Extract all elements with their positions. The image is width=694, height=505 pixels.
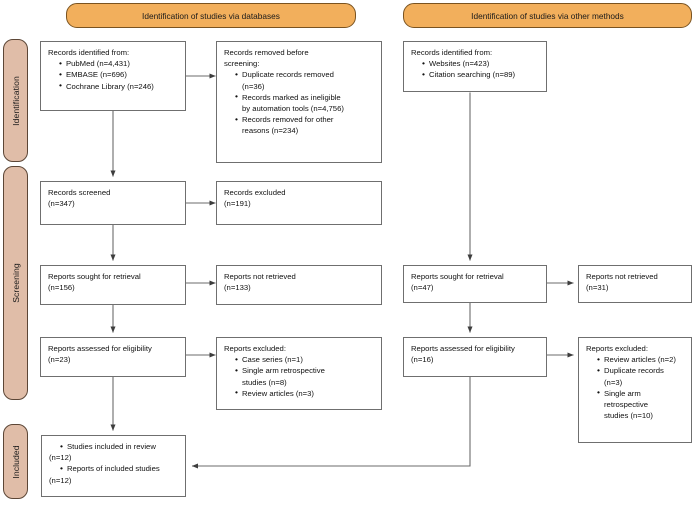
reports-sought-db-line1: Reports sought for retrieval (48, 272, 141, 281)
list-item-line: Single arm (604, 388, 641, 398)
list-item: Review articles (n=2) (597, 354, 685, 365)
reports-excluded-other-title: Reports excluded: (586, 344, 648, 353)
reports-excluded-db-title: Reports excluded: (224, 344, 286, 353)
stage-identification: Identification (3, 39, 28, 162)
box-reports-excluded-databases: Reports excluded: Case series (n=1) Sing… (216, 337, 382, 410)
box-reports-sought-databases: Reports sought for retrieval (n=156) (40, 265, 186, 305)
list-item: EMBASE (n=696) (59, 69, 179, 80)
list-item-line: Single arm retrospective (242, 366, 325, 376)
list-item: Review articles (n=3) (235, 387, 375, 399)
list-item: Single arm retrospective studies (n=8) (235, 365, 375, 387)
list-item: PubMed (n=4,431) (59, 58, 179, 69)
reports-sought-other-line2: (n=47) (411, 283, 434, 293)
records-identified-db-list: PubMed (n=4,431) EMBASE (n=696) Cochrane… (48, 58, 179, 92)
box-records-excluded: Records excluded (n=191) (216, 181, 382, 225)
records-screened-line1: Records screened (48, 188, 111, 197)
list-item: Citation searching (n=89) (422, 69, 540, 80)
reports-assessed-db-line1: Reports assessed for eligibility (48, 344, 152, 353)
stage-included: Included (3, 424, 28, 499)
list-item-line: Duplicate records removed (242, 70, 334, 80)
reports-not-retrieved-other-line2: (n=31) (586, 283, 609, 293)
stage-screening-label: Screening (10, 263, 21, 303)
reports-excluded-other-list: Review articles (n=2) Duplicate records … (586, 354, 685, 421)
reports-not-retrieved-db-line1: Reports not retrieved (224, 272, 296, 281)
records-identified-other-title: Records identified from: (411, 48, 493, 57)
list-item: Records removed for other reasons (n=234… (235, 114, 375, 136)
list-item-line: Records marked as ineligible (242, 92, 341, 102)
reports-excluded-db-list: Case series (n=1) Single arm retrospecti… (224, 354, 375, 399)
list-item: Cochrane Library (n=246) (59, 80, 179, 92)
records-screened-line2: (n=347) (48, 199, 75, 209)
included-reports-list: Reports of included studies (49, 463, 179, 474)
box-records-removed-before-screening: Records removed before screening: Duplic… (216, 41, 382, 163)
list-item-line: (n=36) (242, 81, 265, 91)
records-removed-list: Duplicate records removed (n=36) Records… (224, 69, 375, 136)
reports-not-retrieved-other-line1: Reports not retrieved (586, 272, 658, 281)
reports-sought-db-line2: (n=156) (48, 283, 75, 293)
reports-not-retrieved-db-line2: (n=133) (224, 283, 251, 293)
records-excluded-line2: (n=191) (224, 199, 251, 209)
reports-sought-other-line1: Reports sought for retrieval (411, 272, 504, 281)
list-item-line: Reports of included studies (67, 464, 160, 474)
records-excluded-line1: Records excluded (224, 188, 286, 197)
header-other-methods: Identification of studies via other meth… (403, 3, 692, 28)
header-other-methods-label: Identification of studies via other meth… (471, 10, 624, 21)
list-item-line: Review articles (n=3) (242, 388, 314, 398)
box-reports-assessed-databases: Reports assessed for eligibility (n=23) (40, 337, 186, 377)
box-reports-not-retrieved-databases: Reports not retrieved (n=133) (216, 265, 382, 305)
reports-assessed-other-line2: (n=16) (411, 355, 434, 365)
box-records-identified-databases: Records identified from: PubMed (n=4,431… (40, 41, 186, 111)
box-reports-sought-other: Reports sought for retrieval (n=47) (403, 265, 547, 303)
reports-assessed-db-line2: (n=23) (48, 355, 71, 365)
list-item: Studies included in review (60, 440, 179, 452)
stage-identification-label: Identification (10, 75, 21, 126)
list-item-line: Records removed for other (242, 115, 334, 125)
included-studies-list: Studies included in review (49, 440, 179, 452)
records-identified-other-list: Websites (n=423) Citation searching (n=8… (411, 58, 540, 81)
list-item: Websites (n=423) (422, 58, 540, 69)
list-item-line: by automation tools (n=4,756) (242, 104, 344, 114)
records-identified-db-title: Records identified from: (48, 48, 130, 57)
included-studies-count1: (n=12) (49, 453, 72, 463)
records-removed-title-line1: Records removed before (224, 48, 309, 57)
list-item: Duplicate records (n=3) (597, 365, 685, 387)
box-included-studies: Studies included in review (n=12) Report… (41, 435, 186, 497)
box-reports-not-retrieved-other: Reports not retrieved (n=31) (578, 265, 692, 303)
records-removed-title-line2: screening: (224, 59, 260, 69)
list-item: Case series (n=1) (235, 354, 375, 365)
box-reports-excluded-other: Reports excluded: Review articles (n=2) … (578, 337, 692, 443)
list-item: Single arm retrospective studies (n=10) (597, 387, 685, 422)
list-item-line: (n=3) (604, 377, 623, 387)
header-databases-label: Identification of studies via databases (142, 10, 280, 21)
list-item-line: reasons (n=234) (242, 126, 299, 136)
list-item-line: Duplicate records (604, 366, 664, 376)
box-records-identified-other: Records identified from: Websites (n=423… (403, 41, 547, 92)
list-item: Records marked as ineligible by automati… (235, 91, 375, 114)
box-reports-assessed-other: Reports assessed for eligibility (n=16) (403, 337, 547, 377)
list-item-line: studies (n=8) (242, 377, 287, 387)
included-studies-count2: (n=12) (49, 475, 72, 485)
stage-screening: Screening (3, 166, 28, 400)
stage-included-label: Included (10, 444, 21, 479)
list-item: Duplicate records removed (n=36) (235, 69, 375, 91)
list-item-line: Review articles (n=2) (604, 355, 676, 365)
list-item-line: Studies included in review (67, 442, 156, 451)
list-item-line: retrospective (604, 400, 649, 410)
reports-assessed-other-line1: Reports assessed for eligibility (411, 344, 515, 353)
list-item: Reports of included studies (60, 463, 179, 474)
header-databases: Identification of studies via databases (66, 3, 356, 28)
box-records-screened: Records screened (n=347) (40, 181, 186, 225)
list-item-line: studies (n=10) (604, 411, 653, 421)
list-item-line: Case series (n=1) (242, 355, 303, 365)
